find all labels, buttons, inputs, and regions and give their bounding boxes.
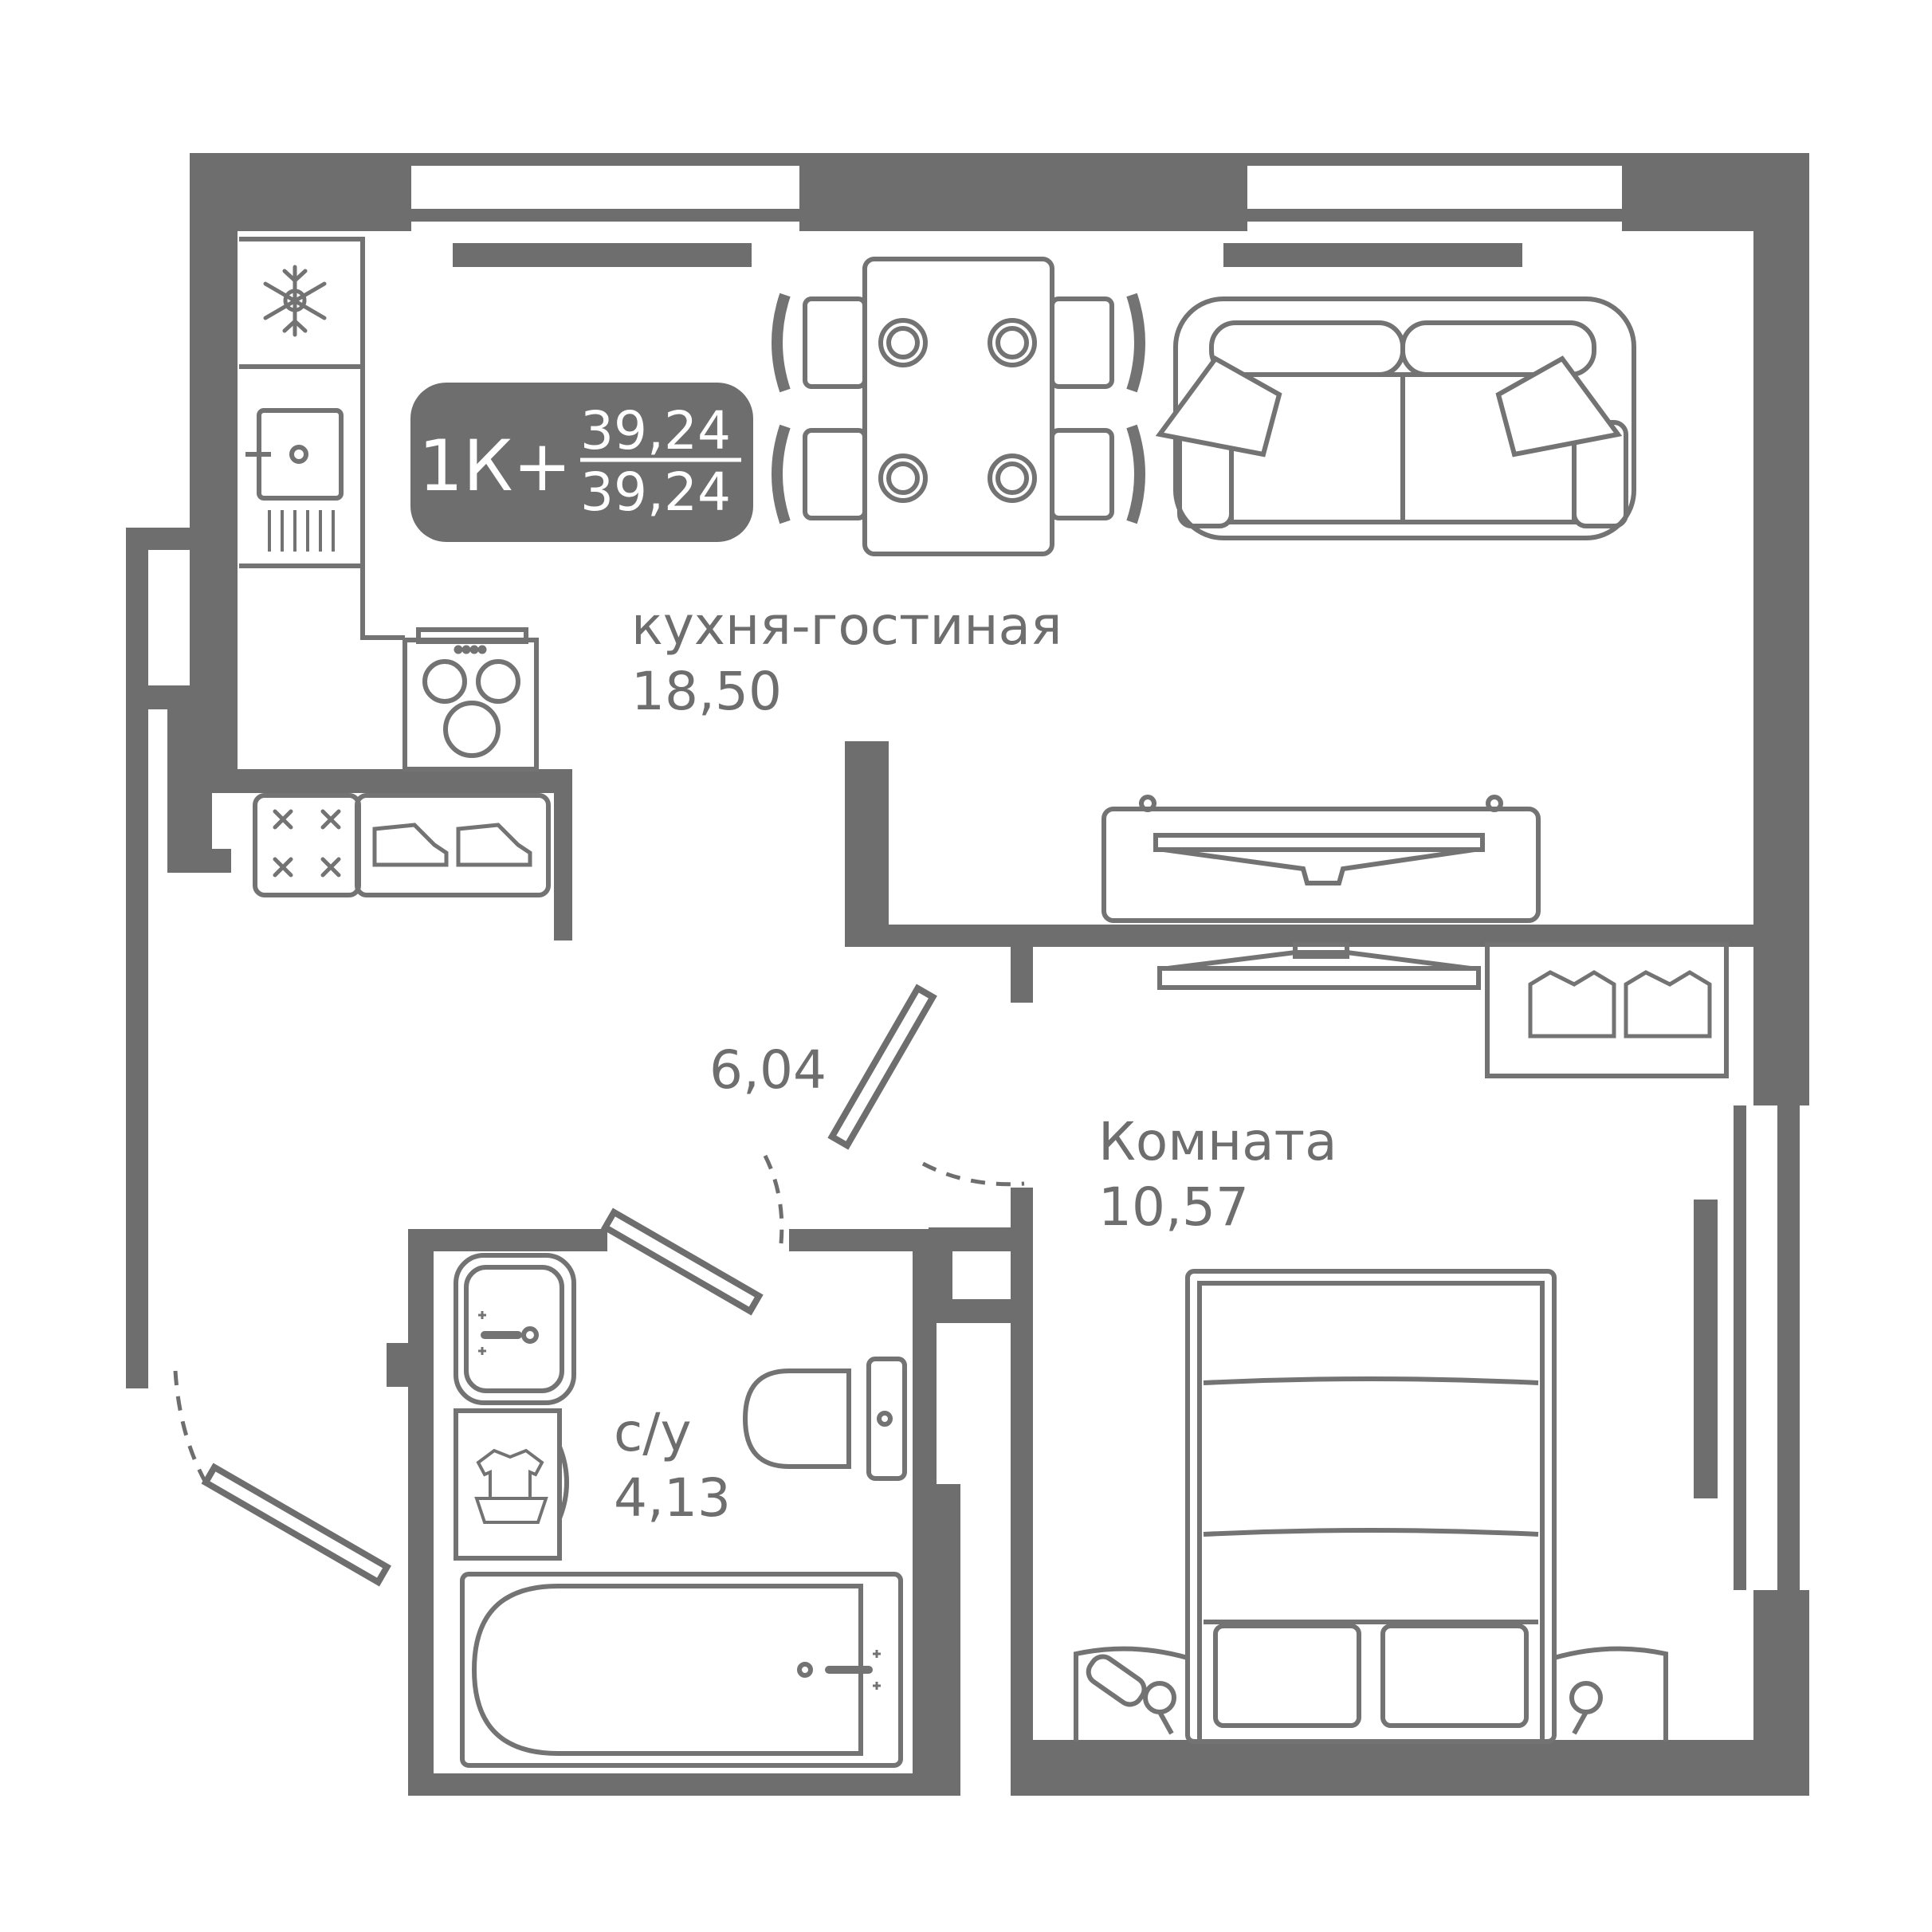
room-labels: кухня-гостиная 18,50 6,04 Комната 10,57 …	[614, 595, 1337, 1529]
room-area-bedroom: 10,57	[1098, 1176, 1249, 1238]
kitchen-furniture	[239, 237, 539, 772]
dining-table-icon	[772, 257, 1145, 556]
toilet-icon	[742, 1357, 907, 1481]
area-badge: 1К+ 39,24 39,24	[410, 383, 753, 542]
bed-icon	[1074, 1269, 1668, 1744]
washing-machine-icon	[454, 1408, 569, 1561]
washbasin-icon	[454, 1253, 576, 1405]
room-area-kitchen-living: 18,50	[631, 661, 782, 722]
wardrobe-icon	[1485, 942, 1729, 1078]
sofa-icon	[1155, 296, 1636, 540]
room-area-hallway: 6,04	[709, 1039, 827, 1101]
sink-icon	[245, 408, 344, 552]
room-name-bathroom: с/у	[614, 1402, 692, 1463]
room-area-bathroom: 4,13	[614, 1467, 731, 1529]
badge-area-living: 39,24	[580, 461, 731, 523]
badge-type: 1К+	[418, 425, 571, 507]
fridge-icon	[263, 265, 327, 337]
room-name-kitchen-living: кухня-гостиная	[631, 595, 1062, 657]
bathtub-icon	[460, 1572, 903, 1768]
window-right	[1734, 1105, 1800, 1590]
badge-area-total: 39,24	[580, 400, 731, 461]
shoe-rack-icon	[253, 793, 551, 897]
bathroom-fixtures	[454, 1253, 907, 1768]
doors	[173, 984, 1025, 1587]
room-name-bedroom: Комната	[1098, 1111, 1337, 1172]
tv-icon	[1101, 795, 1541, 990]
radiator-icon	[453, 243, 1718, 1498]
stove-icon	[402, 627, 539, 772]
